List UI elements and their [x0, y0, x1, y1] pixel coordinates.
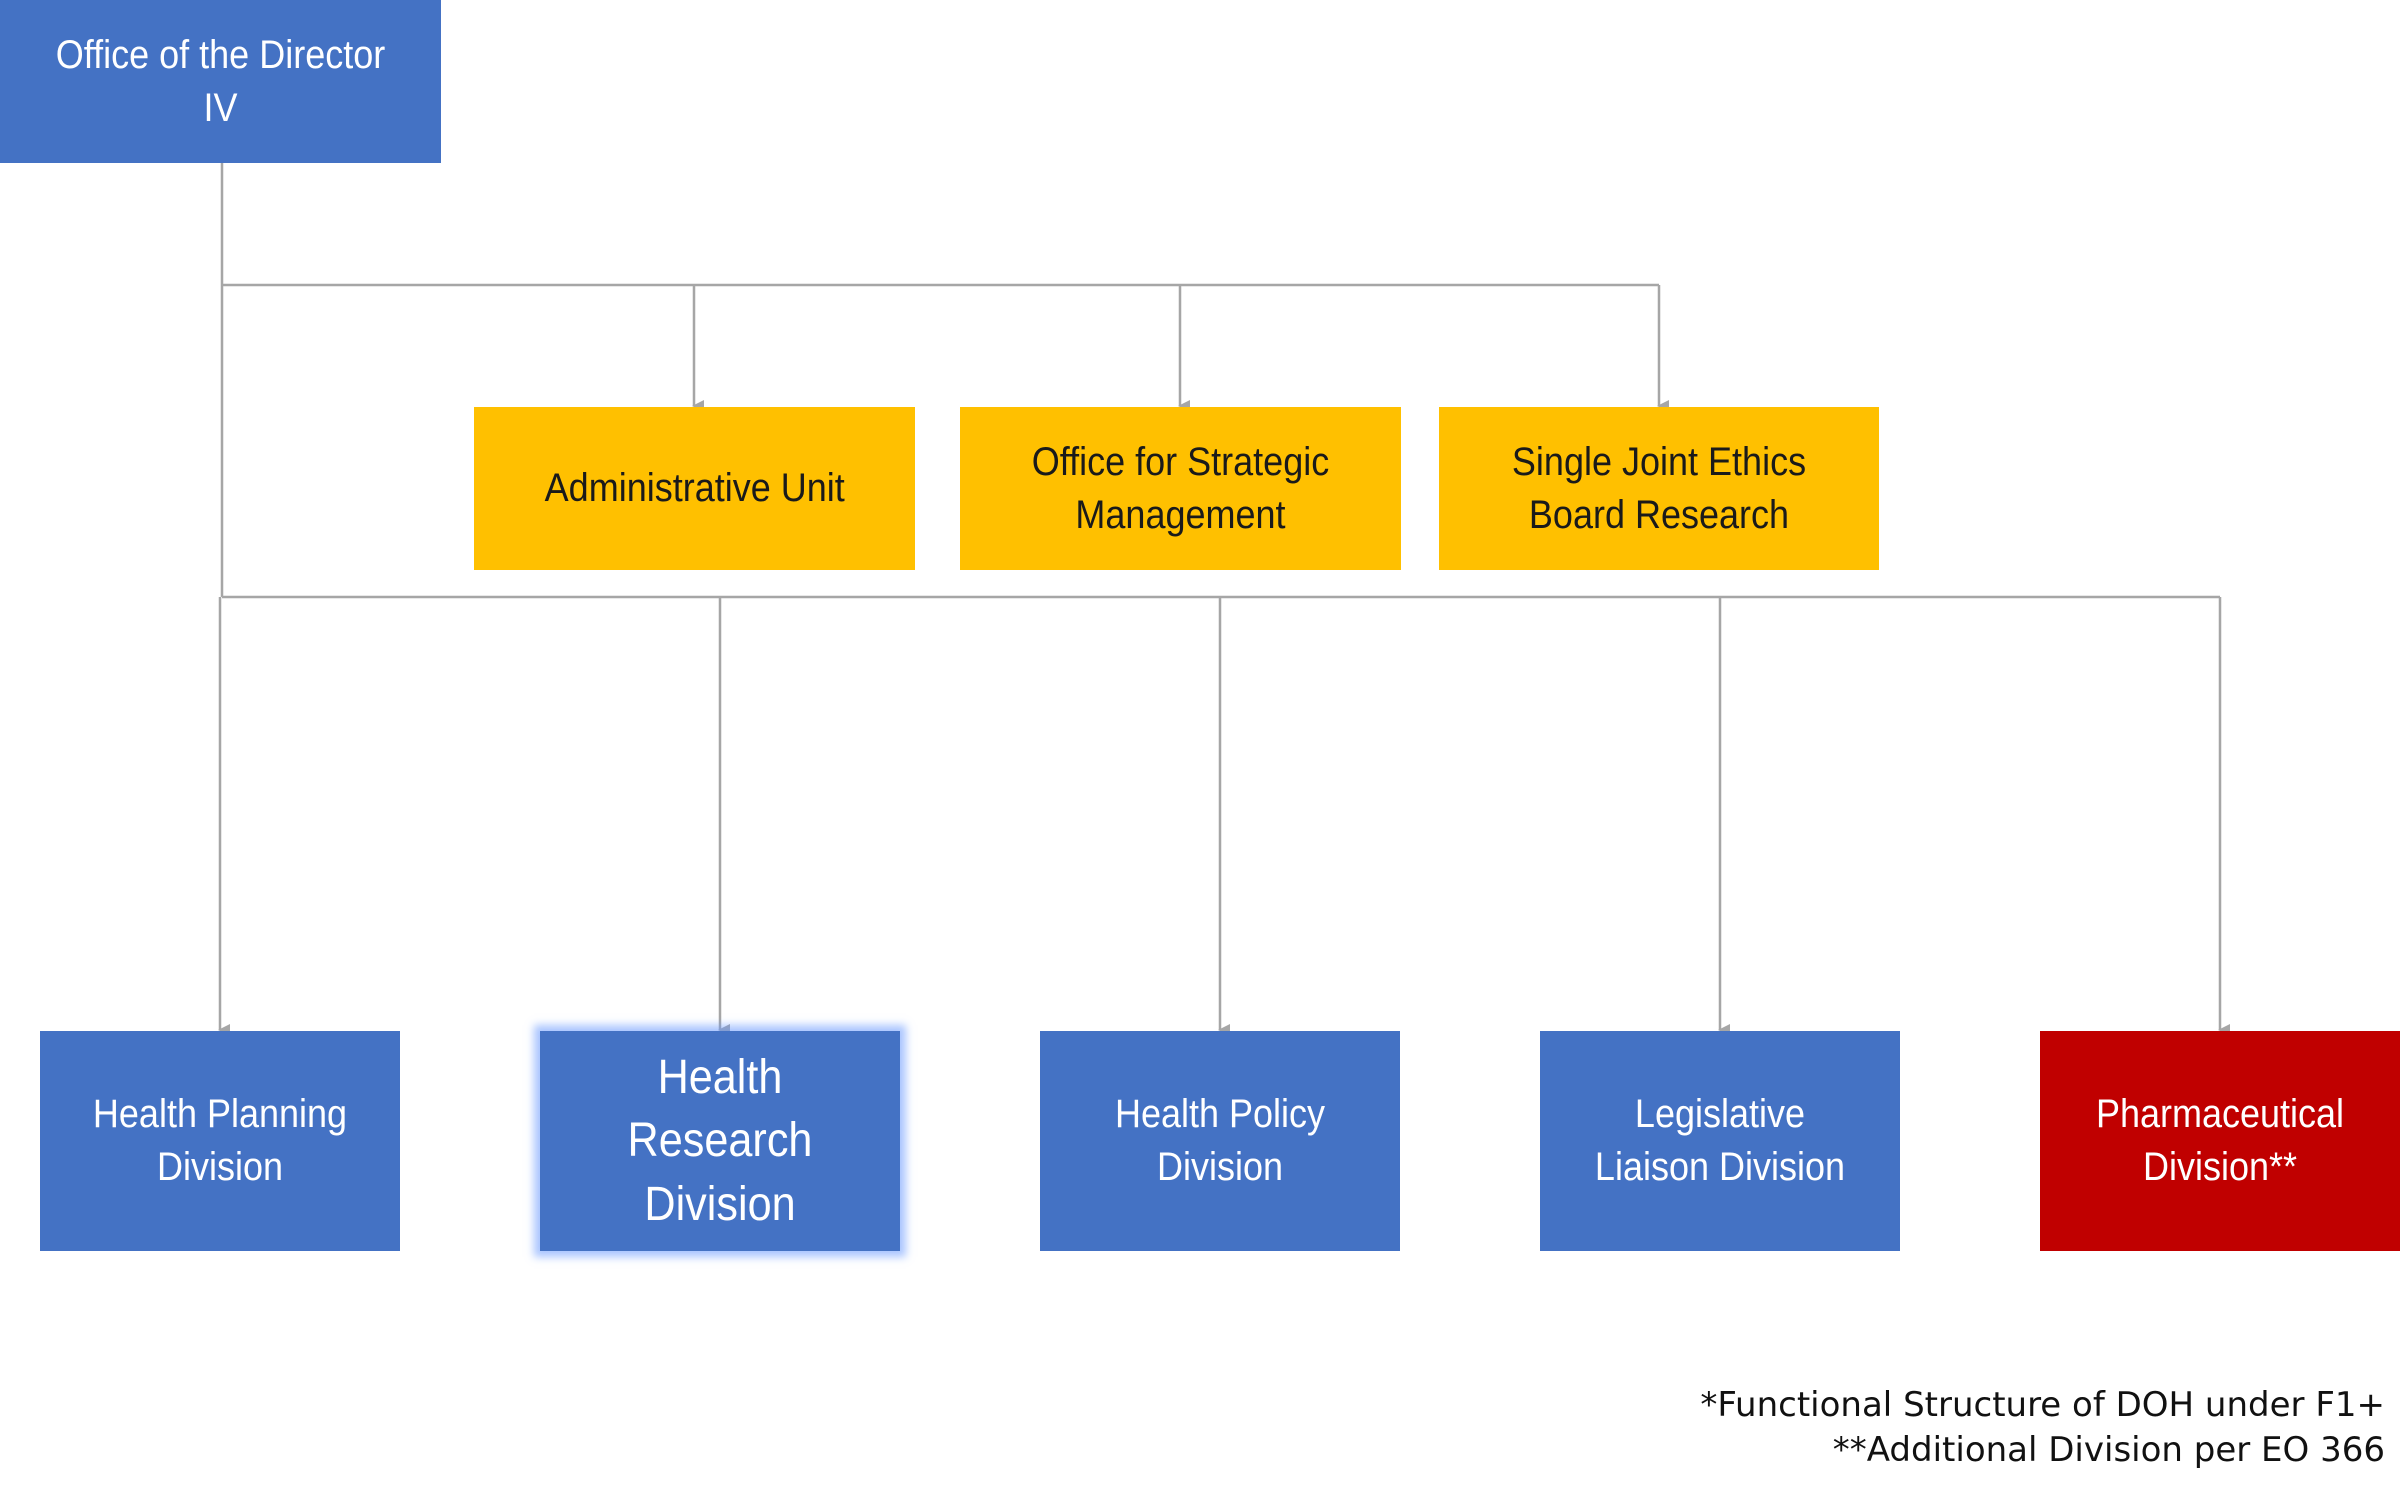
node-office-strategic-management-label: Office for Strategic Management — [1031, 439, 1330, 537]
node-office-strategic-management[interactable]: Office for Strategic Management — [960, 407, 1401, 570]
node-pharmaceutical-division-label: Pharmaceutical Division** — [2095, 1092, 2345, 1189]
node-health-research-division[interactable]: Health Research Division — [540, 1031, 900, 1251]
node-director-label: Office of the Director IV — [55, 32, 386, 130]
node-ethics-board[interactable]: Single Joint Ethics Board Research — [1439, 407, 1879, 570]
node-health-research-division-label: Health Research Division — [627, 1050, 813, 1231]
node-administrative-unit[interactable]: Administrative Unit — [474, 407, 915, 570]
node-ethics-board-label: Single Joint Ethics Board Research — [1511, 439, 1807, 537]
node-health-planning-division[interactable]: Health Planning Division — [40, 1031, 400, 1251]
node-health-policy-division-label: Health Policy Division — [1114, 1092, 1326, 1189]
node-pharmaceutical-division[interactable]: Pharmaceutical Division** — [2040, 1031, 2400, 1251]
footnote-additional-division: **Additional Division per EO 366 — [1832, 1429, 2385, 1470]
node-legislative-liaison-division-label: Legislative Liaison Division — [1594, 1092, 1846, 1189]
footnotes: *Functional Structure of DOH under F1+ *… — [1700, 1383, 2385, 1473]
node-director[interactable]: Office of the Director IV — [0, 0, 441, 163]
node-health-policy-division[interactable]: Health Policy Division — [1040, 1031, 1400, 1251]
node-health-planning-division-label: Health Planning Division — [92, 1092, 348, 1189]
node-administrative-unit-label: Administrative Unit — [544, 466, 845, 511]
node-legislative-liaison-division[interactable]: Legislative Liaison Division — [1540, 1031, 1900, 1251]
footnote-functional-structure: *Functional Structure of DOH under F1+ — [1700, 1385, 2385, 1425]
